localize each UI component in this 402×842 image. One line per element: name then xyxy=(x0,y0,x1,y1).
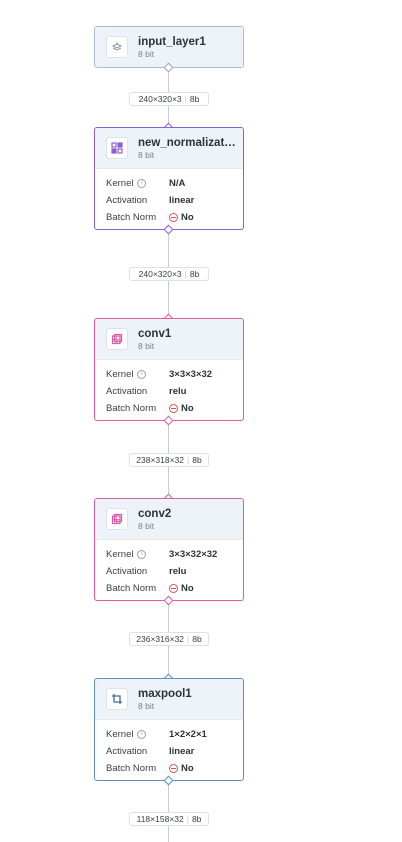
activation-row: Activation relu xyxy=(106,383,232,400)
info-icon[interactable]: i xyxy=(137,370,147,379)
normalization-grid-icon xyxy=(106,137,128,159)
layer-bit-depth: 8 bit xyxy=(138,700,155,711)
conv-cube-icon xyxy=(106,328,128,350)
layer-bit-depth: 8 bit xyxy=(138,340,155,351)
disabled-circle-icon xyxy=(169,213,178,222)
tensor-bits: 8b xyxy=(189,269,200,279)
kernel-value: 1×2×2×1 xyxy=(169,729,207,740)
layer-name: conv2 xyxy=(138,507,172,520)
batchnorm-row: Batch Norm No xyxy=(106,580,232,597)
tensor-dims: 118×158×32 xyxy=(136,814,184,824)
activation-label: Activation xyxy=(106,386,148,397)
edge-line xyxy=(168,781,169,842)
activation-value: relu xyxy=(169,386,187,397)
kernel-value: 3×3×32×32 xyxy=(169,549,218,560)
pill-separator: | xyxy=(187,455,190,465)
disabled-circle-icon xyxy=(169,404,178,413)
batchnorm-row: Batch Norm No xyxy=(106,400,232,417)
layer-node-input-layer1[interactable]: input_layer1 8 bit xyxy=(94,26,244,68)
layer-bit-depth: 8 bit xyxy=(138,520,155,531)
conv-cube-icon xyxy=(106,508,128,530)
batchnorm-value: No xyxy=(181,403,194,414)
layer-name: input_layer1 xyxy=(138,35,206,48)
tensor-bits: 8b xyxy=(192,634,202,644)
layer-name: new_normalizat… xyxy=(138,136,236,149)
activation-row: Activation linear xyxy=(106,743,232,760)
tensor-shape-pill: 240×320×3 | 8b xyxy=(129,92,209,106)
tensor-bits: 8b xyxy=(189,94,200,104)
tensor-dims: 240×320×3 xyxy=(138,94,182,104)
kernel-label: Kernel xyxy=(106,729,134,740)
tensor-shape-pill: 236×316×32 | 8b xyxy=(129,632,209,646)
crop-pool-icon xyxy=(106,688,128,710)
input-stack-icon xyxy=(106,36,128,58)
layer-bit-depth: 8 bit xyxy=(138,149,155,160)
batchnorm-value: No xyxy=(181,212,194,223)
tensor-dims: 238×318×32 xyxy=(136,455,185,465)
layer-name: maxpool1 xyxy=(138,687,192,700)
tensor-dims: 240×320×3 xyxy=(138,269,182,279)
layer-bit-depth: 8 bit xyxy=(138,48,155,59)
activation-value: linear xyxy=(169,746,195,757)
tensor-bits: 8b xyxy=(192,455,202,465)
pill-separator: | xyxy=(186,814,189,824)
disabled-circle-icon xyxy=(169,584,178,593)
activation-label: Activation xyxy=(106,746,148,757)
kernel-label: Kernel xyxy=(106,178,134,189)
pill-separator: | xyxy=(187,634,190,644)
batchnorm-value: No xyxy=(181,583,194,594)
activation-row: Activation linear xyxy=(106,192,232,209)
kernel-value: N/A xyxy=(169,178,186,189)
kernel-value: 3×3×3×32 xyxy=(169,369,213,380)
activation-value: linear xyxy=(169,195,195,206)
batchnorm-label: Batch Norm xyxy=(106,763,157,774)
info-icon[interactable]: i xyxy=(137,730,147,739)
tensor-shape-pill: 240×320×3 | 8b xyxy=(129,267,209,281)
activation-value: relu xyxy=(169,566,187,577)
disabled-circle-icon xyxy=(169,764,178,773)
pill-separator: | xyxy=(184,269,187,279)
activation-row: Activation relu xyxy=(106,563,232,580)
kernel-label: Kernel xyxy=(106,369,134,380)
activation-label: Activation xyxy=(106,566,148,577)
batchnorm-row: Batch Norm No xyxy=(106,209,232,226)
activation-label: Activation xyxy=(106,195,148,206)
pill-separator: | xyxy=(184,94,187,104)
tensor-bits: 8b xyxy=(191,814,202,824)
batchnorm-row: Batch Norm No xyxy=(106,760,232,777)
tensor-shape-pill: 118×158×32 | 8b xyxy=(129,812,209,826)
kernel-label: Kernel xyxy=(106,549,134,560)
batchnorm-label: Batch Norm xyxy=(106,583,157,594)
tensor-dims: 236×316×32 xyxy=(136,634,185,644)
batchnorm-label: Batch Norm xyxy=(106,403,157,414)
layer-name: conv1 xyxy=(138,327,172,340)
info-icon[interactable]: i xyxy=(137,179,147,188)
tensor-shape-pill: 238×318×32 | 8b xyxy=(129,453,209,467)
batchnorm-value: No xyxy=(181,763,194,774)
info-icon[interactable]: i xyxy=(137,550,147,559)
batchnorm-label: Batch Norm xyxy=(106,212,157,223)
